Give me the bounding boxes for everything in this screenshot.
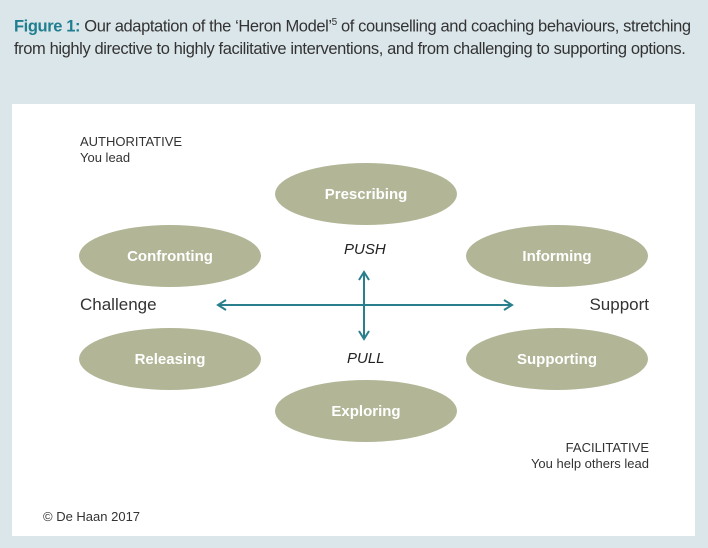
authoritative-sub: You lead <box>80 150 131 165</box>
figure-caption: Figure 1: Our adaptation of the ‘Heron M… <box>14 12 704 60</box>
authoritative-title: AUTHORITATIVE <box>80 134 183 149</box>
node-supporting: Supporting <box>517 351 597 368</box>
node-exploring-shape <box>275 380 457 442</box>
node-releasing-shape <box>79 328 261 390</box>
facilitative-title: FACILITATIVE <box>565 440 649 455</box>
authoritative-label: AUTHORITATIVE You lead <box>80 134 182 166</box>
node-prescribing: Prescribing <box>325 186 408 203</box>
node-informing-shape <box>466 225 648 287</box>
challenge-label: Challenge <box>80 295 157 314</box>
node-releasing: Releasing <box>135 351 206 368</box>
support-label: Support <box>589 295 649 314</box>
node-confronting: Confronting <box>127 248 213 265</box>
node-supporting-shape <box>466 328 648 390</box>
node-exploring: Exploring <box>331 403 400 420</box>
node-confronting-shape <box>79 225 261 287</box>
copyright: © De Haan 2017 <box>43 509 141 524</box>
facilitative-label: FACILITATIVE You help others lead <box>531 440 649 472</box>
figure-label: Figure 1: <box>14 17 81 36</box>
caption-superscript: 5 <box>331 17 338 28</box>
caption-text-2: of counselling and coaching behaviours, … <box>14 17 691 58</box>
node-informing: Informing <box>522 248 591 265</box>
node-prescribing-shape <box>275 163 457 225</box>
caption-text: Our adaptation of the ‘Heron Model’ <box>80 17 332 36</box>
pull-label: PULL <box>347 350 385 367</box>
push-label: PUSH <box>344 241 386 258</box>
facilitative-sub: You help others lead <box>530 456 649 471</box>
